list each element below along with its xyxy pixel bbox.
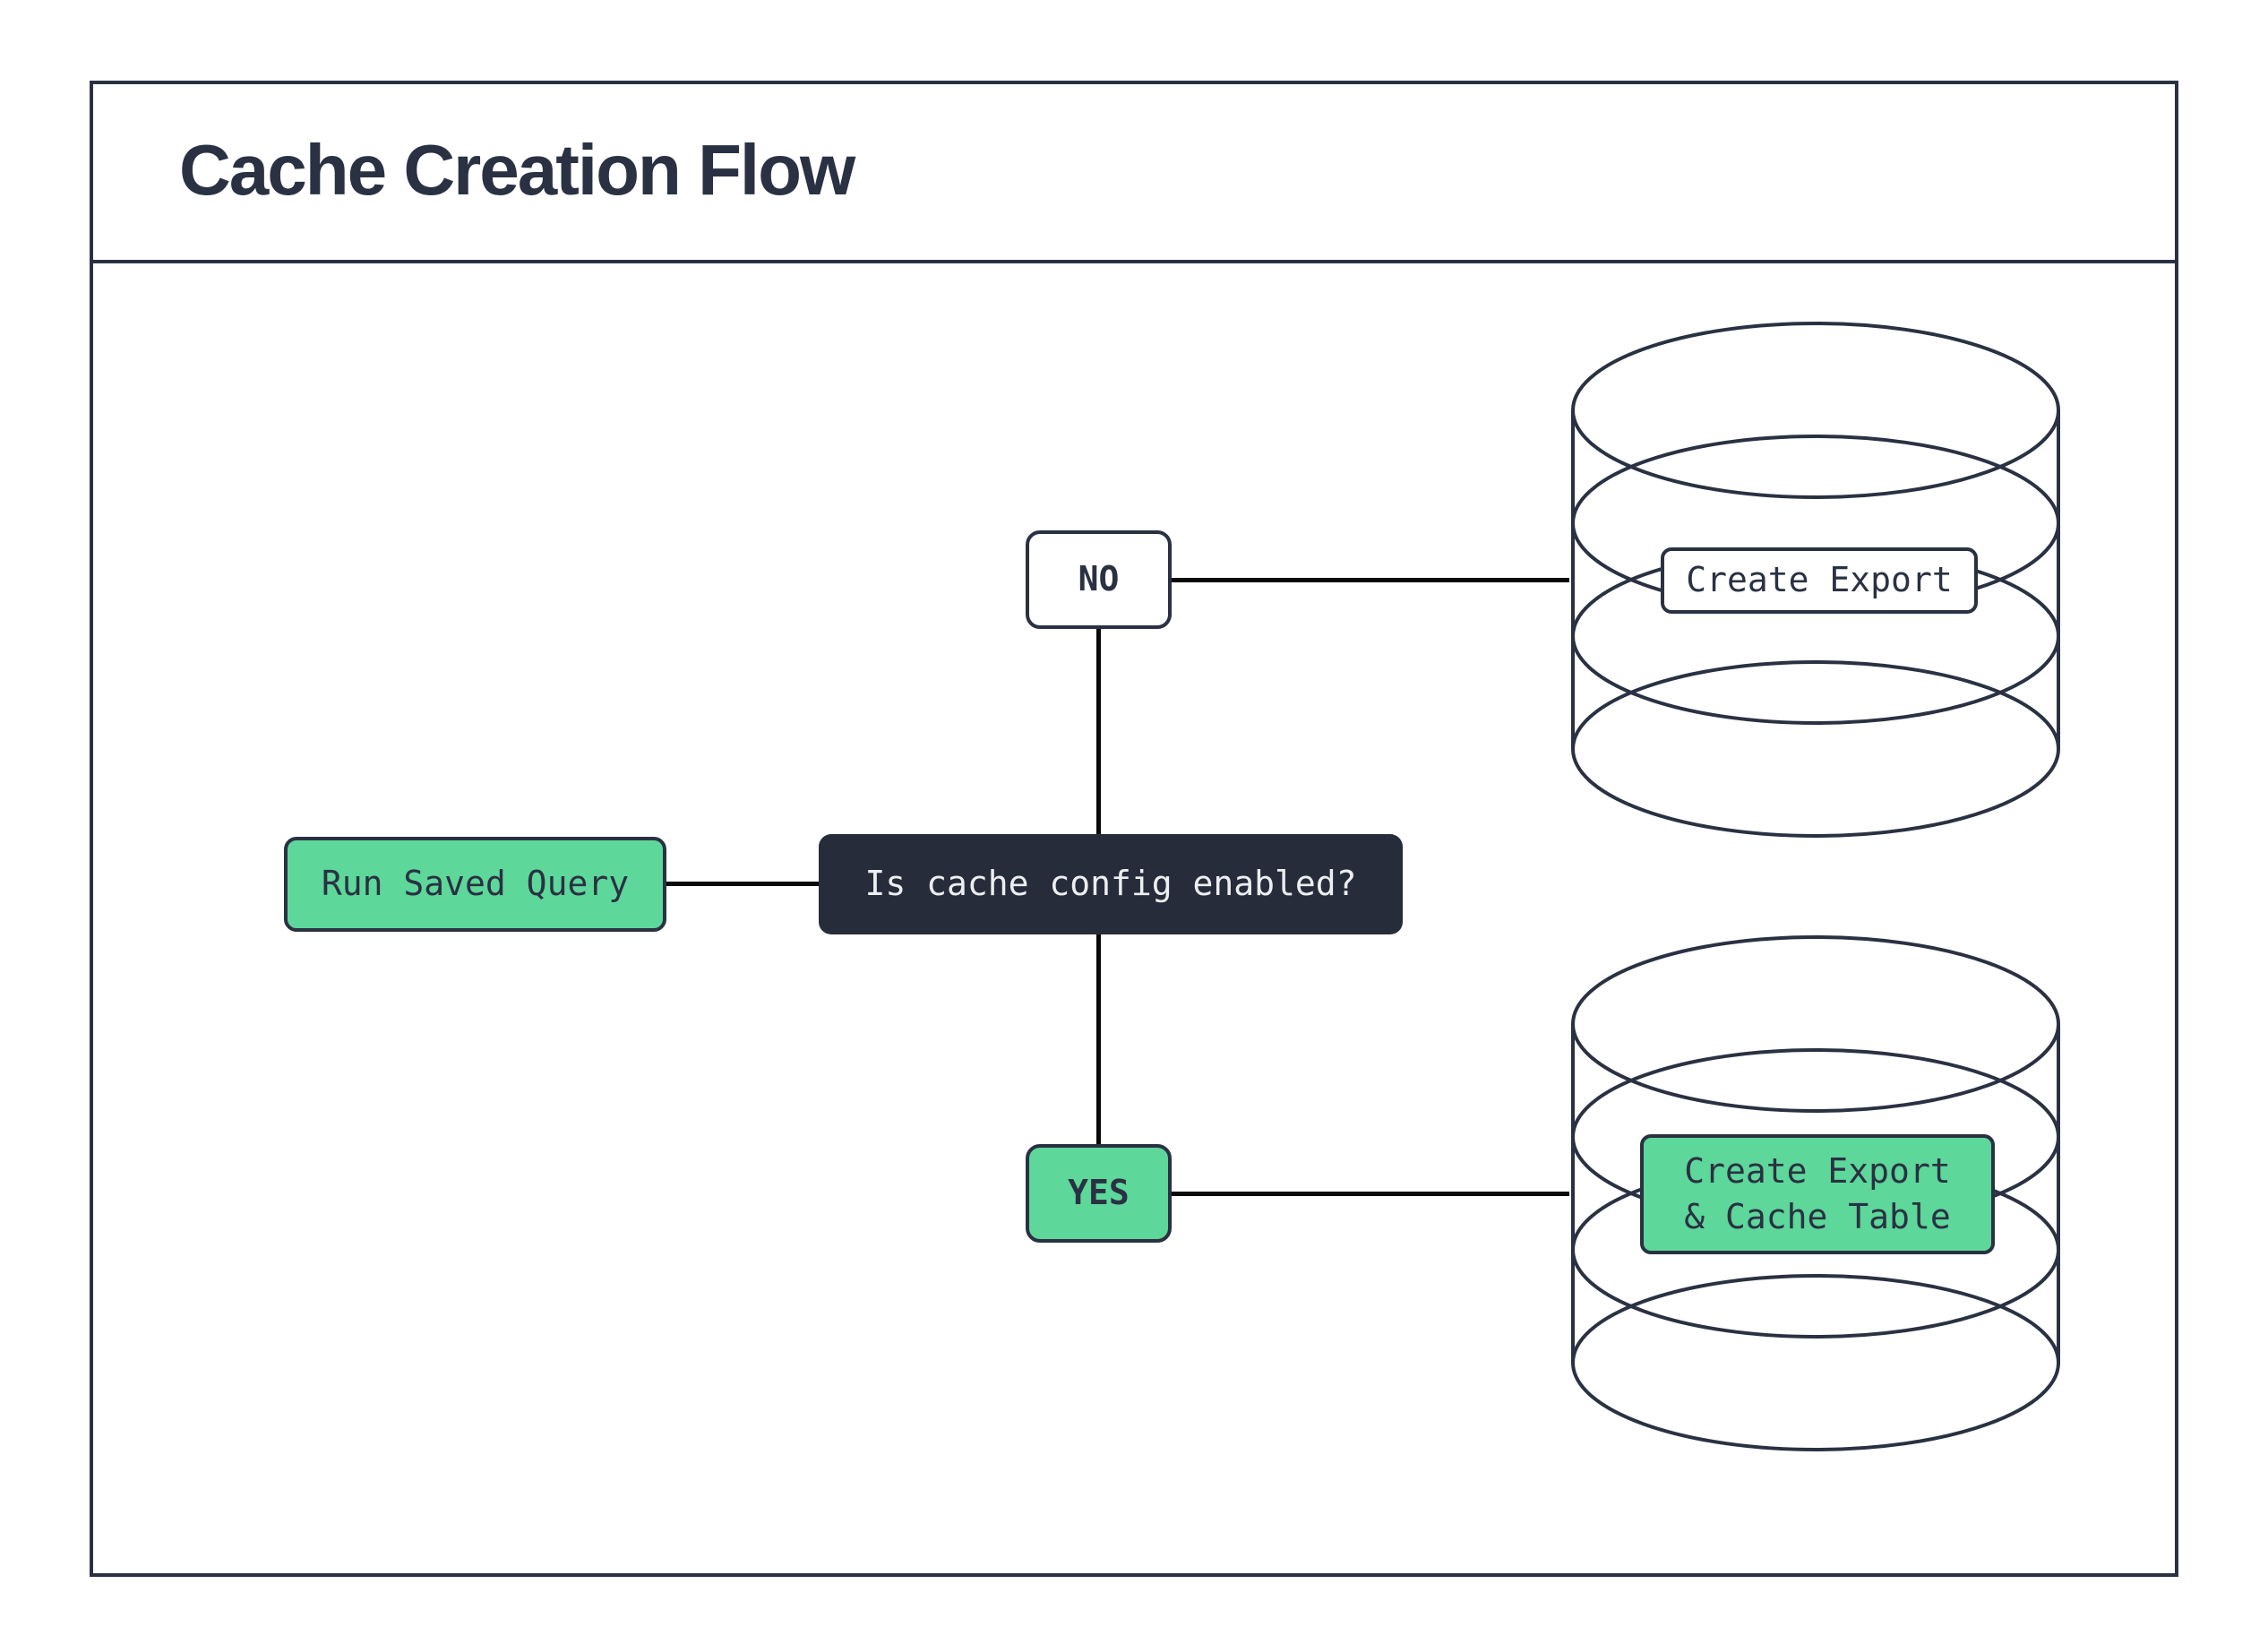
title-bar: Cache Creation Flow: [90, 81, 2178, 263]
node-cache-config-decision: Is cache config enabled?: [819, 834, 1403, 934]
node-branch-yes-label: YES: [1068, 1173, 1130, 1213]
diagram-frame: [90, 81, 2178, 1577]
node-run-saved-query: Run Saved Query: [284, 837, 666, 932]
node-branch-no-label: NO: [1078, 559, 1120, 599]
connector-no-to-database: [1172, 578, 1569, 582]
node-create-export: Create Export: [1661, 547, 1978, 614]
node-create-export-label: Create Export: [1686, 560, 1953, 600]
node-create-export-cache-line1: Create Export: [1684, 1150, 1951, 1191]
connector-question-to-yes: [1096, 934, 1101, 1146]
connector-yes-to-database: [1172, 1192, 1569, 1196]
node-cache-config-decision-label: Is cache config enabled?: [864, 864, 1357, 904]
node-branch-yes: YES: [1026, 1144, 1172, 1243]
page-title: Cache Creation Flow: [179, 130, 855, 210]
connector-run-to-question: [666, 882, 819, 886]
node-create-export-cache-table: Create Export & Cache Table: [1640, 1134, 1995, 1254]
node-run-saved-query-label: Run Saved Query: [321, 864, 630, 904]
node-branch-no: NO: [1026, 530, 1172, 629]
node-create-export-cache-table-label: Create Export & Cache Table: [1684, 1149, 1950, 1241]
node-create-export-cache-line2: & Cache Table: [1684, 1197, 1951, 1236]
connector-no-to-question: [1096, 629, 1101, 836]
